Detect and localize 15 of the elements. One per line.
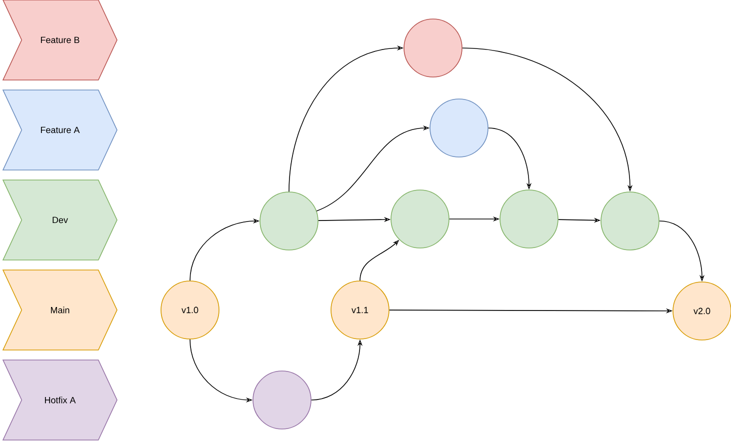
branch-label: Dev <box>2 180 118 260</box>
branch-label: Feature A <box>2 90 118 170</box>
circle-node <box>252 370 312 430</box>
circle-node <box>390 190 450 248</box>
version-node: v1.0 <box>160 280 220 340</box>
version-node: v1.1 <box>330 280 390 340</box>
branch-label: Feature B <box>2 0 118 80</box>
circle-node <box>260 192 318 250</box>
branch-label: Main <box>2 270 118 350</box>
circle-node <box>500 190 558 248</box>
circle-node <box>404 18 462 78</box>
version-node: v2.0 <box>672 282 731 340</box>
circle-node <box>600 192 660 250</box>
circle-node <box>430 98 488 158</box>
branch-label: Hotfix A <box>2 360 118 440</box>
